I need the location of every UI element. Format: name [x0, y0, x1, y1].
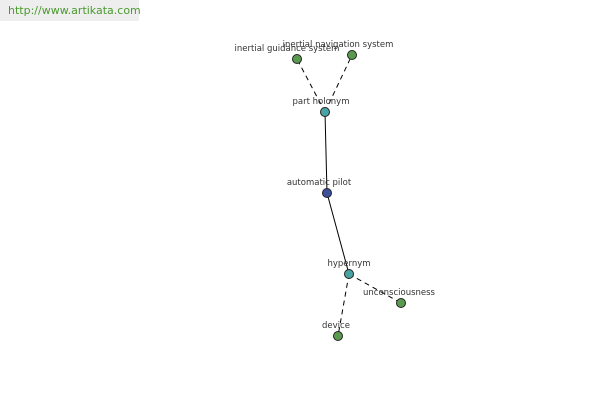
- node-label: device: [322, 321, 350, 331]
- node-automatic-pilot[interactable]: automatic pilot: [287, 178, 352, 198]
- node-circle[interactable]: [333, 331, 343, 341]
- node-circle[interactable]: [344, 269, 354, 279]
- node-circle[interactable]: [396, 298, 406, 308]
- node-label: inertial guidance system: [235, 44, 340, 54]
- watermark-url: http://www.artikata.com: [0, 0, 141, 21]
- node-inertial-navigation-system[interactable]: inertial navigation system: [283, 40, 394, 60]
- edge-automatic-pilot-part-holonym: [324, 111, 328, 194]
- edges: [296, 54, 402, 337]
- node-label: hypernym: [327, 259, 370, 269]
- edge-part-holonym-inertial-guidance: [296, 58, 326, 113]
- node-circle[interactable]: [292, 54, 302, 64]
- edge-hypernym-unconsciousness: [348, 273, 402, 304]
- node-circle[interactable]: [347, 50, 357, 60]
- node-label: inertial navigation system: [283, 40, 394, 50]
- node-device[interactable]: device: [322, 321, 350, 341]
- node-inertial-guidance-system[interactable]: inertial guidance system: [235, 44, 340, 64]
- node-hypernym[interactable]: hypernym: [327, 259, 371, 279]
- node-label: unconsciousness: [363, 288, 436, 298]
- edge-automatic-pilot-hypernym: [326, 192, 350, 275]
- node-label: automatic pilot: [287, 178, 352, 188]
- node-label: part holonym: [293, 97, 350, 107]
- node-circle[interactable]: [322, 188, 332, 198]
- edge-hypernym-device: [337, 273, 350, 337]
- edge-part-holonym-inertial-navigation: [324, 54, 353, 113]
- node-unconsciousness[interactable]: unconsciousness: [363, 288, 436, 308]
- node-circle[interactable]: [320, 107, 330, 117]
- node-part-holonym[interactable]: part holonym: [293, 97, 350, 117]
